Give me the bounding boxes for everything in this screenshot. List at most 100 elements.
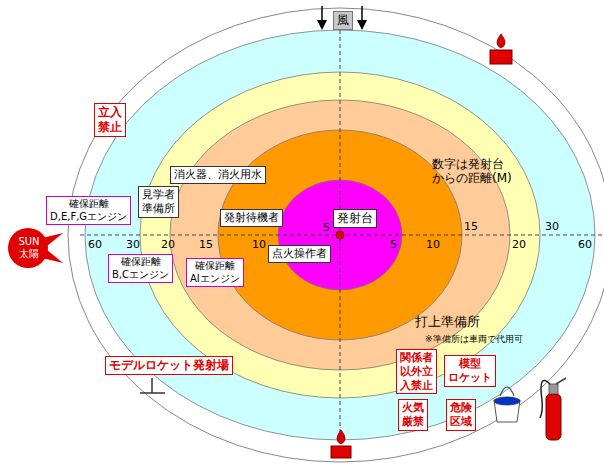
node-text: 危険 区域 xyxy=(450,401,472,429)
text-line: AIエンジン xyxy=(190,273,240,286)
note-text: 数字は発射台 からの距離(M) xyxy=(432,157,512,186)
label-box: 発射台 xyxy=(333,209,377,228)
label-box: 見学者 準備所 xyxy=(138,186,179,218)
text-line: 準備所 xyxy=(142,202,175,216)
hydrant-icon xyxy=(331,446,351,458)
text-line: B,Cエンジン xyxy=(112,269,169,282)
distance-number: 30 xyxy=(545,220,559,233)
text-line: モデルロケット発射場 xyxy=(109,358,229,373)
bucket-water xyxy=(494,397,520,405)
text-line: 15 xyxy=(199,238,213,251)
text-line: 危険 xyxy=(450,401,472,415)
text-line: 5 xyxy=(390,238,397,251)
text-line: 数字は発射台 xyxy=(432,157,512,171)
text-line: ロケット xyxy=(448,371,492,385)
hydrant-icon xyxy=(497,34,505,48)
text-line: 以外立 xyxy=(400,365,433,379)
text-line: 区域 xyxy=(450,415,472,429)
node-text: 火気 厳禁 xyxy=(402,401,424,429)
text-line: 見学者 xyxy=(142,188,175,202)
text-line: 15 xyxy=(464,220,478,233)
text-line: 30 xyxy=(126,238,140,251)
text-line: 10 xyxy=(426,238,440,251)
node-text: 点火操作者 xyxy=(272,247,327,261)
text-line: D,E,F,Gエンジン xyxy=(50,211,127,224)
distance-number: 5 xyxy=(390,238,397,251)
distance-number: 15 xyxy=(464,220,478,233)
node-text: 模型 ロケット xyxy=(448,357,492,385)
warning-sign: 関係者 以外立 入禁止 xyxy=(396,349,437,394)
extinguisher-icon xyxy=(546,394,561,440)
no-entry-sign: 立入 禁止 xyxy=(94,103,126,137)
distance-number: 15 xyxy=(199,238,213,251)
distance-box: 確保距離 D,E,F,Gエンジン xyxy=(46,196,131,225)
text-line: 風 xyxy=(337,13,349,28)
node-text: 確保距離 D,E,F,Gエンジン xyxy=(50,198,127,223)
distance-number: 60 xyxy=(578,238,592,251)
node-text: 消火器、消火用水 xyxy=(174,168,262,182)
node-text: SUN 太陽 xyxy=(10,236,48,259)
text-line: 発射台 xyxy=(337,211,373,226)
text-line: 5 xyxy=(323,221,330,234)
node-text: 発射台 xyxy=(337,211,373,226)
sun-symbol: SUN 太陽 xyxy=(4,225,64,271)
label-box: 発射待機者 xyxy=(220,209,283,227)
distance-number: 20 xyxy=(161,238,175,251)
text-line: 10 xyxy=(252,238,266,251)
text-line: 点火操作者 xyxy=(272,247,327,261)
node-text: 風 xyxy=(337,13,349,28)
distance-number: 30 xyxy=(126,238,140,251)
extinguisher-hose xyxy=(540,380,550,418)
text-line: 禁止 xyxy=(98,120,122,135)
wind-arrow-head xyxy=(317,20,327,30)
text-line: 60 xyxy=(88,238,102,251)
node-text: 関係者 以外立 入禁止 xyxy=(400,351,433,392)
bucket-handle xyxy=(500,387,514,396)
hydrant-icon xyxy=(337,430,345,444)
sign-post xyxy=(140,392,165,394)
label-box: 消火器、消火用水 xyxy=(170,166,266,184)
note-text: 打上準備所 xyxy=(415,314,480,330)
text-line: 太陽 xyxy=(10,248,48,260)
text-line: 厳禁 xyxy=(402,415,424,429)
text-line: 入禁止 xyxy=(400,379,433,393)
node-text: 発射待機者 xyxy=(224,211,279,225)
wind-arrow-head xyxy=(357,20,367,30)
launch-point xyxy=(336,231,344,239)
text-line: 模型 xyxy=(448,357,492,371)
distance-number: 10 xyxy=(426,238,440,251)
text-line: からの距離(M) xyxy=(432,171,512,185)
site-sign: モデルロケット発射場 xyxy=(105,356,233,375)
text-line: 20 xyxy=(161,238,175,251)
text-line: ※準備所は車両で代用可 xyxy=(425,334,523,345)
text-line: 立入 xyxy=(98,105,122,120)
text-line: 確保距離 xyxy=(112,256,169,269)
text-line: 60 xyxy=(578,238,592,251)
distance-number: 10 xyxy=(252,238,266,251)
text-line: 20 xyxy=(512,238,526,251)
hydrant-icon xyxy=(490,50,512,64)
distance-box: 確保距離 AIエンジン xyxy=(186,258,244,287)
text-line: 確保距離 xyxy=(190,260,240,273)
extinguisher-lever xyxy=(556,378,566,384)
note-text: ※準備所は車両で代用可 xyxy=(425,334,523,345)
node-text: 確保距離 AIエンジン xyxy=(190,260,240,285)
cyan-zone xyxy=(85,30,595,440)
distance-box: 確保距離 B,Cエンジン xyxy=(108,254,173,283)
text-line: 確保距離 xyxy=(50,198,127,211)
node-text: モデルロケット発射場 xyxy=(109,358,229,373)
text-line: SUN xyxy=(10,236,48,248)
warning-sign: 火気 厳禁 xyxy=(398,399,428,431)
distance-number: 60 xyxy=(88,238,102,251)
sun-disc xyxy=(8,228,48,268)
wind-box: 風 xyxy=(333,11,353,30)
node-text: 確保距離 B,Cエンジン xyxy=(112,256,169,281)
node-text: 立入 禁止 xyxy=(98,105,122,135)
warning-sign: 模型 ロケット xyxy=(444,355,496,387)
outer-ring xyxy=(68,8,604,462)
node-text: 見学者 準備所 xyxy=(142,188,175,216)
sign-post xyxy=(151,378,153,393)
text-line: 発射待機者 xyxy=(224,211,279,225)
